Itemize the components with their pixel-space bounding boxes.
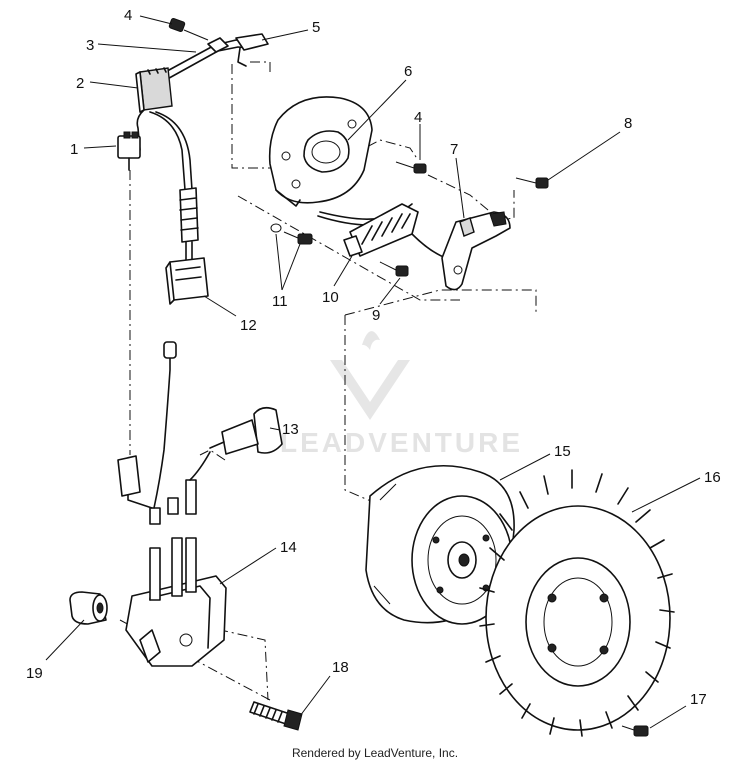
callout-18: 18 [332, 659, 349, 676]
screw-icon [168, 17, 209, 41]
callout-5: 5 [312, 19, 320, 36]
callout-labels: 1 2 3 4 4 5 6 7 8 9 10 11 12 13 14 15 16… [26, 7, 721, 708]
bracket-5 [235, 33, 269, 51]
callout-14: 14 [280, 539, 297, 556]
wiring-harness [136, 109, 199, 263]
screw-17 [621, 725, 649, 737]
callout-8: 8 [624, 115, 632, 132]
callout-4-middle: 4 [414, 109, 422, 126]
callout-3: 3 [86, 37, 94, 54]
watermark-text: LEADVENTURE [280, 427, 523, 458]
callout-19: 19 [26, 665, 43, 682]
footer-credit: Rendered by LeadVenture, Inc. [291, 746, 459, 760]
bolt-18 [249, 701, 303, 731]
connector-1 [117, 131, 141, 171]
watermark-logo: LEADVENTURE [280, 331, 523, 458]
callout-12: 12 [240, 317, 257, 334]
trigger-pickup [441, 211, 511, 291]
callout-2: 2 [76, 75, 84, 92]
cooling-fan [479, 469, 675, 737]
screw-8 [515, 177, 549, 189]
callout-9: 9 [372, 307, 380, 324]
connector-12 [165, 257, 209, 305]
screw-4-middle [395, 161, 427, 174]
wire-rail [157, 33, 269, 83]
flywheel [365, 464, 515, 625]
spacer-19 [69, 591, 108, 625]
callout-11: 11 [272, 293, 288, 310]
kill-switch-block [135, 67, 173, 113]
stator-plate [268, 96, 373, 207]
stator-coil [317, 203, 447, 259]
callout-4-top: 4 [124, 7, 132, 24]
screw-11 [270, 223, 313, 245]
ignition-coil [125, 479, 227, 667]
coil-leads [117, 341, 211, 509]
callout-6: 6 [404, 63, 412, 80]
callout-7: 7 [450, 141, 458, 158]
callout-17: 17 [690, 691, 707, 708]
callout-16: 16 [704, 469, 721, 486]
leader-lines [45, 15, 701, 729]
callout-10: 10 [322, 289, 339, 306]
screw-9 [379, 261, 409, 277]
callout-13: 13 [282, 421, 299, 438]
callout-1: 1 [70, 141, 78, 158]
spark-plug-cap [209, 406, 283, 455]
callout-15: 15 [554, 443, 571, 460]
